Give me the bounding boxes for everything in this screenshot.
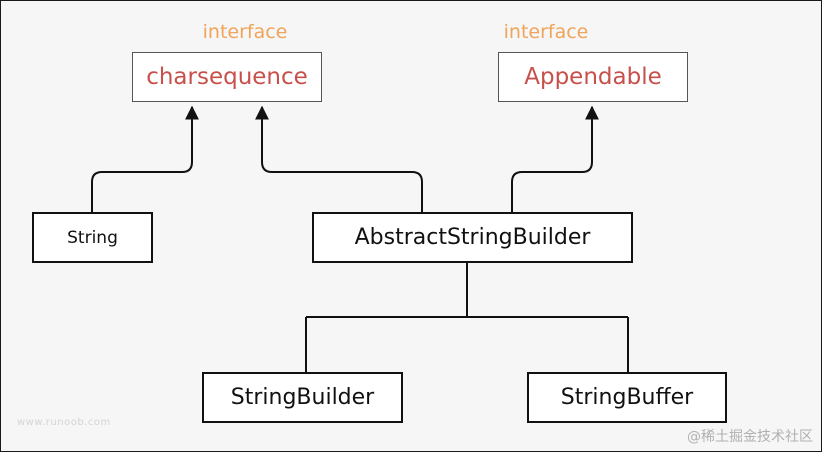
- appendable-label: Appendable: [524, 64, 662, 90]
- string-node: String: [32, 212, 153, 263]
- abstract-string-builder-node: AbstractStringBuilder: [312, 212, 633, 263]
- appendable-stereotype: interface: [503, 21, 589, 43]
- abstract-to-appendable-arrow: [511, 105, 599, 212]
- abstract-to-charsequence-arrow: [255, 105, 423, 212]
- string-buffer-label: StringBuffer: [560, 385, 694, 410]
- abstract-string-builder-label: AbstractStringBuilder: [354, 225, 591, 250]
- string-label: String: [67, 227, 118, 248]
- string-buffer-node: StringBuffer: [527, 372, 727, 423]
- string-builder-label: StringBuilder: [230, 385, 375, 410]
- site-watermark: www.runoob.com: [17, 417, 111, 428]
- charsequence-label: charsequence: [146, 64, 308, 90]
- string-to-charsequence-arrow: [91, 105, 199, 212]
- charsequence-node: charsequence: [132, 52, 322, 102]
- platform-watermark: @稀土掘金技术社区: [687, 429, 813, 445]
- appendable-node: Appendable: [498, 52, 688, 102]
- string-builder-node: StringBuilder: [202, 372, 403, 423]
- charsequence-stereotype: interface: [202, 21, 288, 43]
